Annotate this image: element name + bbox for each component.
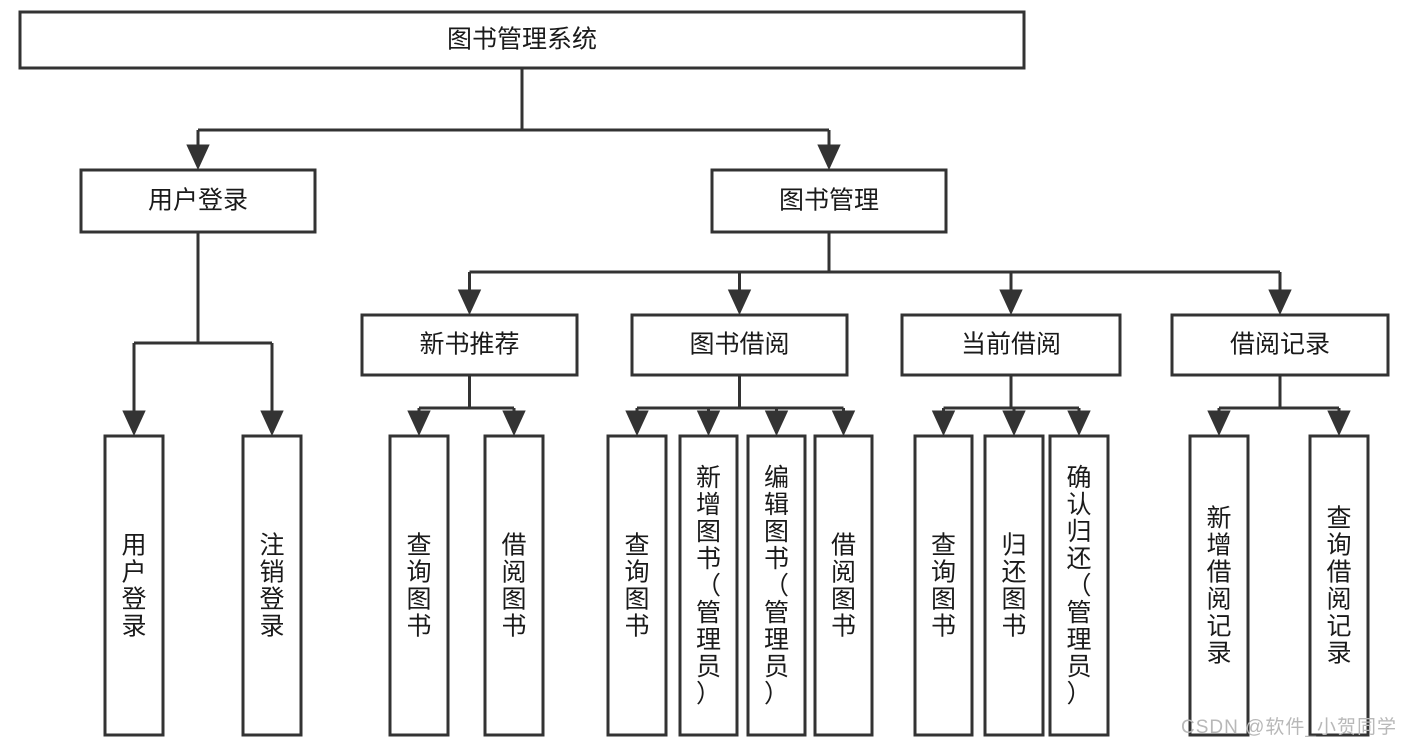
- watermark-text: CSDN @软件_小贺同学: [1181, 717, 1397, 738]
- node-box-leaf-user-logout: [241, 434, 303, 737]
- node-leaf-edit-book[interactable]: 编辑图书（管理员）: [746, 434, 807, 737]
- node-label-leaf-query-record: 查询借阅记录: [1326, 505, 1351, 668]
- connector-layer: [122, 68, 1351, 436]
- node-label-leaf-borrow-book-2: 借阅图书: [831, 532, 856, 641]
- node-box-leaf-query-book-3: [913, 434, 974, 737]
- node-box-leaf-borrow-book-2: [813, 434, 874, 737]
- node-leaf-query-record[interactable]: 查询借阅记录: [1308, 434, 1370, 737]
- node-box-book-management: [710, 168, 948, 234]
- node-book-management[interactable]: 图书管理: [710, 168, 948, 234]
- node-box-leaf-return-book: [983, 434, 1045, 737]
- node-label-leaf-query-book-3: 查询图书: [931, 532, 956, 641]
- node-leaf-add-record[interactable]: 新增借阅记录: [1188, 434, 1250, 737]
- node-label-root: 图书管理系统: [447, 26, 597, 54]
- node-label-leaf-add-record: 新增借阅记录: [1206, 505, 1231, 668]
- node-leaf-user-logout[interactable]: 注销登录: [241, 434, 303, 737]
- node-box-leaf-user-login: [103, 434, 165, 737]
- node-label-leaf-query-book-1: 查询图书: [406, 532, 431, 641]
- node-layer: 图书管理系统用户登录图书管理用户登录注销登录新书推荐图书借阅当前借阅借阅记录查询…: [18, 10, 1390, 737]
- node-box-leaf-edit-book: [746, 434, 807, 737]
- node-new-book-recommend[interactable]: 新书推荐: [360, 313, 579, 377]
- node-box-leaf-add-record: [1188, 434, 1250, 737]
- node-label-current-borrow: 当前借阅: [961, 331, 1061, 359]
- node-leaf-add-book[interactable]: 新增图书（管理员）: [678, 434, 739, 737]
- node-label-leaf-edit-book: 编辑图书（管理员）: [764, 464, 789, 708]
- node-box-current-borrow: [900, 313, 1122, 377]
- node-box-leaf-query-book-2: [606, 434, 668, 737]
- node-label-new-book-recommend: 新书推荐: [419, 331, 519, 359]
- node-leaf-borrow-book-2[interactable]: 借阅图书: [813, 434, 874, 737]
- node-label-leaf-confirm-return: 确认归还（管理员）: [1066, 464, 1091, 708]
- node-label-book-borrow: 图书借阅: [689, 331, 789, 359]
- node-box-leaf-query-record: [1308, 434, 1370, 737]
- node-box-book-borrow: [630, 313, 849, 377]
- node-box-leaf-query-book-1: [388, 434, 450, 737]
- node-label-leaf-user-login: 用户登录: [121, 532, 146, 641]
- node-user-login[interactable]: 用户登录: [79, 168, 317, 234]
- node-label-leaf-query-book-2: 查询图书: [624, 532, 649, 641]
- node-label-book-management: 图书管理: [779, 187, 879, 215]
- node-leaf-query-book-2[interactable]: 查询图书: [606, 434, 668, 737]
- node-book-borrow[interactable]: 图书借阅: [630, 313, 849, 377]
- node-box-borrow-records: [1170, 313, 1390, 377]
- node-leaf-query-book-1[interactable]: 查询图书: [388, 434, 450, 737]
- node-current-borrow[interactable]: 当前借阅: [900, 313, 1122, 377]
- node-box-root: [18, 10, 1026, 70]
- node-borrow-records[interactable]: 借阅记录: [1170, 313, 1390, 377]
- node-label-leaf-return-book: 归还图书: [1001, 532, 1026, 641]
- node-leaf-return-book[interactable]: 归还图书: [983, 434, 1045, 737]
- node-box-leaf-borrow-book-1: [483, 434, 545, 737]
- node-label-leaf-add-book: 新增图书（管理员）: [696, 464, 721, 708]
- node-label-leaf-user-logout: 注销登录: [259, 532, 284, 641]
- node-label-borrow-records: 借阅记录: [1230, 331, 1330, 359]
- node-box-leaf-add-book: [678, 434, 739, 737]
- node-label-user-login: 用户登录: [148, 187, 248, 215]
- node-box-user-login: [79, 168, 317, 234]
- node-leaf-query-book-3[interactable]: 查询图书: [913, 434, 974, 737]
- node-box-leaf-confirm-return: [1048, 434, 1110, 737]
- node-leaf-confirm-return[interactable]: 确认归还（管理员）: [1048, 434, 1110, 737]
- node-box-new-book-recommend: [360, 313, 579, 377]
- node-label-leaf-borrow-book-1: 借阅图书: [501, 532, 526, 641]
- node-leaf-user-login[interactable]: 用户登录: [103, 434, 165, 737]
- node-leaf-borrow-book-1[interactable]: 借阅图书: [483, 434, 545, 737]
- node-root[interactable]: 图书管理系统: [18, 10, 1026, 70]
